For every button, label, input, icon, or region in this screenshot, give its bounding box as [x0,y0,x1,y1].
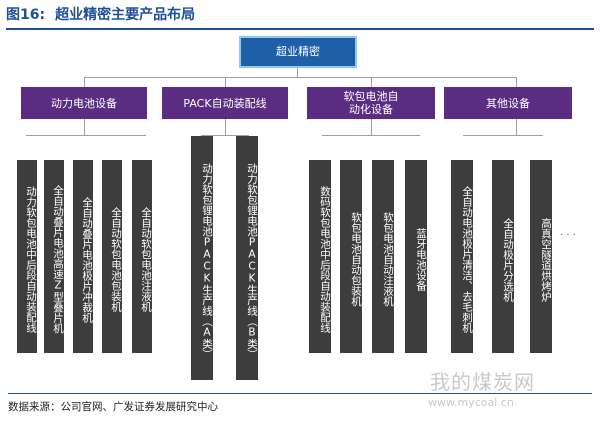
source-note: 数据来源：公司官网、广发证券发展研究中心 [8,393,592,420]
watermark-text: 我的煤炭网 [430,370,535,394]
connector-root-down [297,68,298,77]
figure-title: 超业精密主要产品布局 [55,7,196,23]
connector-bus-top [84,77,517,78]
connector-sub-0 [84,119,85,135]
figure-label: 图16: [6,7,46,23]
connector-cat-0 [84,77,85,87]
connector-cat-1 [225,77,226,87]
connector-leaf-bus-2 [322,135,420,136]
root-node: 超业精密 [239,36,357,68]
leaf-soft-pack-injection-machine: 全自动软包电池注液机 [132,160,152,353]
category-other: 其他设备 [444,87,572,119]
leaf-vacuum-tunnel-oven: 高真空隧道烘烤炉 [530,160,552,353]
leaf-z-stacking-machine: 全自动叠片电池高速Z型叠片机 [44,160,64,353]
leaf-auto-injection-machine: 软包电池自动注液机 [372,160,394,353]
connector-sub-2 [371,119,372,135]
leaf-bluetooth-battery-equipment: 蓝牙电池设备 [405,160,427,353]
category-soft-pack: 软包电池自动化设备 [307,87,435,119]
ellipsis-mark: · · · [560,230,576,241]
connector-leaf-bus-1 [201,135,249,136]
category-power-battery: 动力电池设备 [21,87,147,119]
connector-cat-3 [516,77,517,87]
watermark-url: www.mycoal.cn [428,396,514,409]
leaf-digital-assembly-line: 数码软包电池中后段自动装配线 [309,160,331,353]
connector-cat-2 [371,77,372,87]
category-pack-line: PACK自动装配线 [162,87,288,119]
leaf-electrode-punching-machine: 全自动叠片电池极片冲裁机 [73,160,93,353]
leaf-pack-line-b: 动力软包锂电池PACK生产线（B类） [236,136,258,380]
leaf-power-assembly-line: 动力软包电池中后段自动装配线 [17,160,37,353]
connector-sub-1 [225,119,226,135]
leaf-electrode-cleaning-machine: 全自动电池极片清洁、去毛刺机 [451,160,473,353]
connector-sub-3 [516,119,517,135]
connector-leaf-bus-3 [463,135,543,136]
figure-title-bar: 图16: 超业精密主要产品布局 [6,4,594,30]
leaf-soft-pack-packaging-machine: 全自动软包电池包装机 [102,160,122,353]
leaf-pack-line-a: 动力软包锂电池PACK生产线（A类） [191,136,213,380]
connector-leaf-bus-0 [26,135,146,136]
category-soft-pack-label: 软包电池自动化设备 [343,90,399,116]
leaf-auto-packaging-machine: 软包电池自动包装机 [340,160,362,353]
leaf-electrode-sorting-machine: 全自动极片分选机 [492,160,514,353]
